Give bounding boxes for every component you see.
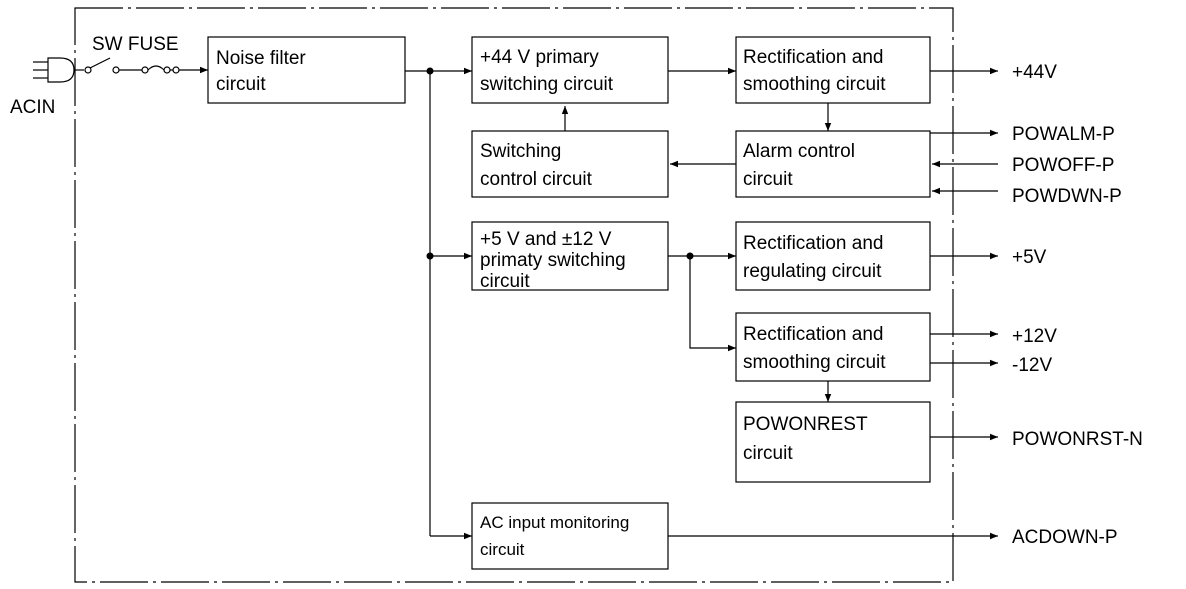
primary-44v-line-1: +44 V primary [480, 47, 599, 68]
alarm-control-block: Alarm control circuit [735, 130, 931, 198]
noise-filter-line-2: circuit [216, 74, 266, 95]
switching-control-line-1: Switching [480, 141, 561, 162]
powonrest-line-2: circuit [743, 443, 793, 464]
power-switch-icon [84, 57, 142, 74]
powdwn-label: POWDWN-P [1012, 186, 1122, 207]
switching-control-line-2: control circuit [480, 169, 593, 190]
power-unit-frame [74, 7, 954, 583]
out-12v-pos-label: +12V [1012, 326, 1057, 347]
rect-44v-line-2: smoothing circuit [743, 74, 886, 95]
primary-44v-switching-block: +44 V primary switching circuit [471, 36, 669, 104]
primary-44v-line-2: switching circuit [480, 74, 614, 95]
5v12v-to-12v-rectifier-arrow [689, 256, 736, 352]
rect-12v-line-1: Rectification and [743, 324, 883, 345]
out-12v-neg-label: -12V [1012, 355, 1052, 376]
ac-plug-icon [33, 57, 84, 83]
fuse-icon [141, 65, 180, 74]
primary-5v12v-line-3: circuit [480, 271, 530, 292]
primary-5v12v-line-1: +5 V and ±12 V [480, 229, 612, 250]
ac-monitor-line-2: circuit [480, 540, 525, 559]
powalm-label: POWALM-P [1012, 124, 1115, 145]
sw-fuse-label: SW FUSE [92, 34, 179, 55]
powonrest-block: POWONREST circuit [735, 401, 931, 483]
rectification-smoothing-44v-block: Rectification and smoothing circuit [735, 36, 931, 104]
out-5v-label: +5V [1012, 247, 1047, 268]
ac-input-monitoring-block: AC input monitoring circuit [471, 502, 669, 570]
rect-5v-line-2: regulating circuit [743, 261, 882, 282]
acdown-label: ACDOWN-P [1012, 527, 1118, 548]
powonrest-line-1: POWONREST [743, 414, 868, 435]
noise-filter-line-1: Noise filter [216, 48, 306, 69]
out-44v-label: +44V [1012, 62, 1057, 83]
primary-5v12v-line-2: primaty switching [480, 250, 626, 271]
rectification-regulating-5v-block: Rectification and regulating circuit [735, 221, 931, 291]
powonrst-label: POWONRST-N [1012, 429, 1143, 450]
acin-label: ACIN [10, 97, 55, 118]
rect-12v-line-2: smoothing circuit [743, 352, 886, 373]
powoff-label: POWOFF-P [1012, 155, 1114, 176]
rectification-smoothing-12v-block: Rectification and smoothing circuit [735, 312, 931, 382]
rect-44v-line-1: Rectification and [743, 47, 883, 68]
rect-5v-line-1: Rectification and [743, 233, 883, 254]
noise-filter-block: Noise filter circuit [207, 36, 406, 104]
alarm-control-line-1: Alarm control [743, 141, 855, 162]
primary-5v-12v-switching-block: +5 V and ±12 V primaty switching circuit [471, 221, 669, 292]
ac-monitor-line-1: AC input monitoring [480, 513, 629, 532]
switching-control-block: Switching control circuit [471, 130, 669, 198]
alarm-control-line-2: circuit [743, 169, 793, 190]
